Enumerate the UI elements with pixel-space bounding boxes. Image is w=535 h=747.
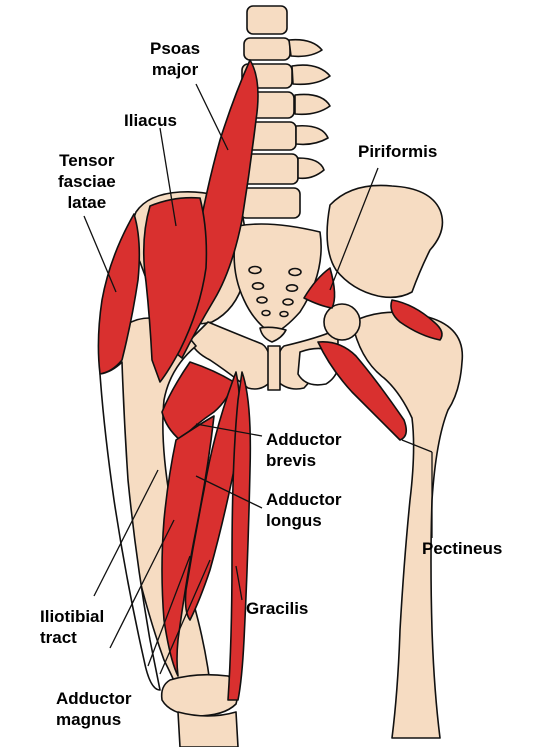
- left-pubis: [189, 321, 273, 390]
- label-piriformis: Piriformis: [358, 142, 438, 161]
- label-psoas-major: Psoas major: [150, 39, 201, 79]
- label-iliotibial-tract: Iliotibial tract: [40, 607, 105, 647]
- sacral-foramina: [248, 265, 302, 318]
- pubic-symphysis: [267, 345, 281, 391]
- label-adductor-magnus: Adductor magnus: [56, 689, 132, 729]
- label-iliacus: Iliacus: [124, 111, 177, 130]
- coccyx: [259, 326, 287, 343]
- label-pectineus: Pectineus: [422, 539, 503, 558]
- right-femur: [351, 311, 464, 739]
- iliacus-muscle: [142, 196, 208, 383]
- gracilis-muscle: [227, 371, 252, 701]
- sacrum: [233, 223, 322, 335]
- pectineus-muscle: [317, 340, 408, 441]
- right-gluteal-band: [390, 299, 443, 341]
- label-adductor-brevis: Adductor brevis: [266, 430, 342, 470]
- right-ilium: [326, 184, 444, 299]
- left-tibia: [177, 711, 239, 747]
- leader-lines: [83, 83, 433, 675]
- piriformis-muscle: [303, 267, 336, 309]
- label-tensor-fasciae-latae: Tensor fasciae latae: [58, 151, 116, 212]
- adductor-brevis-muscle: [161, 361, 235, 441]
- label-adductor-longus: Adductor longus: [266, 490, 342, 530]
- adductor-magnus-muscle: [161, 415, 215, 677]
- left-knee: [160, 673, 239, 717]
- muscles: [97, 59, 443, 701]
- right-femoral-head: [323, 303, 361, 341]
- label-gracilis: Gracilis: [246, 599, 309, 618]
